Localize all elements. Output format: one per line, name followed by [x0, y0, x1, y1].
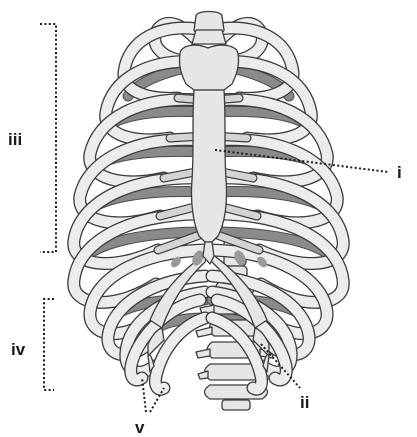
label-v: v — [135, 419, 144, 436]
leader-iii — [40, 24, 56, 252]
label-iii: iii — [8, 131, 22, 148]
leader-iv — [44, 299, 54, 390]
label-ii: ii — [300, 394, 309, 411]
label-iv: iv — [11, 341, 25, 358]
label-i: i — [397, 164, 402, 181]
